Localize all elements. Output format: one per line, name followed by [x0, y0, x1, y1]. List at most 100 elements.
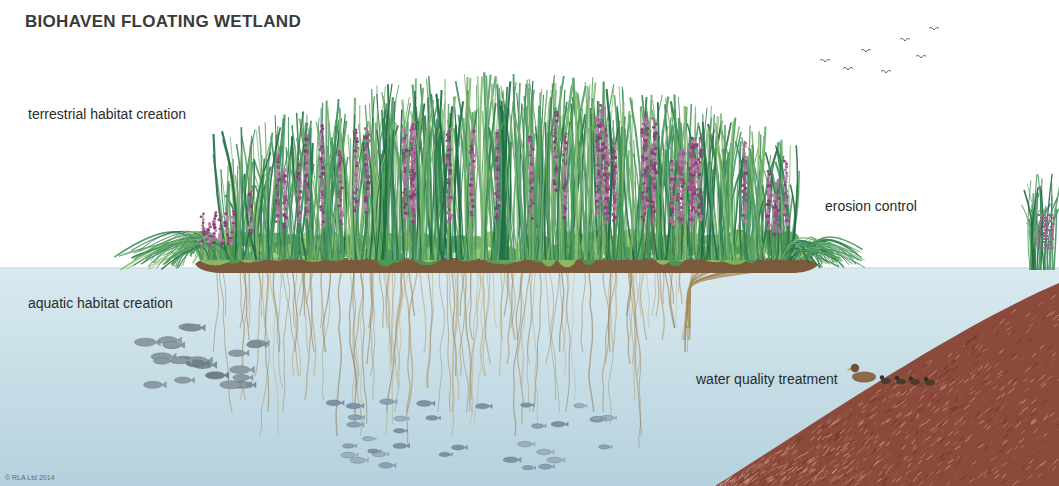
river-bank	[914, 388, 917, 391]
fish-school	[200, 324, 205, 331]
river-bank	[821, 425, 824, 428]
river-bank	[845, 436, 849, 441]
river-bank	[835, 423, 839, 426]
river-bank	[910, 417, 914, 422]
river-bank	[900, 422, 905, 427]
fish-school	[134, 324, 269, 389]
river-bank	[953, 367, 958, 371]
river-bank	[933, 394, 937, 398]
river-bank	[1047, 407, 1051, 411]
river-bank	[1018, 480, 1021, 483]
river-bank	[828, 437, 832, 442]
small-fish	[437, 416, 440, 421]
river-bank	[820, 467, 824, 472]
river-bank	[904, 475, 907, 480]
river-bank	[1028, 475, 1032, 479]
plant-roots	[466, 268, 473, 424]
river-bank	[1009, 399, 1012, 403]
wetland-plants	[662, 126, 668, 260]
river-bank	[1006, 451, 1010, 455]
river-bank	[943, 403, 947, 407]
plant-roots	[273, 268, 279, 436]
river-bank	[945, 441, 950, 446]
plant-roots	[474, 268, 483, 424]
river-bank	[1012, 309, 1016, 313]
wetland-plants	[454, 101, 463, 260]
river-bank	[908, 370, 912, 374]
river-bank	[951, 361, 956, 365]
plant-roots	[292, 268, 302, 376]
river-bank	[760, 471, 766, 474]
plant-roots	[387, 268, 403, 412]
river-bank	[1050, 365, 1055, 369]
river-bank	[870, 432, 874, 435]
river-bank	[793, 462, 798, 465]
river-bank	[742, 480, 746, 484]
river-bank	[954, 442, 957, 445]
fish-school	[249, 374, 254, 381]
small-fish	[385, 451, 389, 456]
fish-school	[187, 357, 192, 364]
river-bank	[1042, 384, 1046, 388]
river-bank	[753, 469, 757, 474]
river-bank	[884, 385, 889, 389]
river-bank	[816, 477, 822, 481]
small-fish	[561, 457, 565, 463]
plant-roots	[322, 268, 330, 400]
river-bank	[1031, 412, 1036, 416]
river-bank	[841, 447, 847, 451]
plant-roots	[589, 268, 594, 412]
river-bank	[907, 413, 912, 416]
river-bank	[857, 477, 863, 481]
river-bank	[794, 483, 797, 486]
river-bank	[847, 470, 850, 474]
river-bank	[919, 383, 923, 387]
river-bank	[1048, 464, 1054, 468]
plant-roots	[370, 268, 375, 376]
river-bank	[939, 439, 945, 443]
small-fish	[521, 403, 532, 407]
river-bank	[866, 413, 871, 417]
river-bank	[1014, 425, 1017, 428]
river-bank	[929, 454, 933, 458]
river-bank	[811, 430, 816, 433]
river-bank	[973, 335, 978, 339]
plant-roots	[613, 268, 617, 352]
river-bank	[922, 434, 925, 438]
fish-school	[220, 381, 241, 389]
wetland-plants	[620, 139, 621, 260]
river-bank	[836, 453, 839, 456]
river-bank	[1026, 367, 1031, 371]
river-bank	[1040, 445, 1045, 449]
river-bank	[830, 479, 835, 483]
river-bank	[876, 455, 881, 458]
river-bank	[1023, 418, 1027, 421]
river-bank	[888, 465, 892, 470]
fish-school	[262, 341, 267, 348]
river-bank	[842, 443, 847, 446]
river-bank	[1016, 418, 1020, 422]
river-bank	[912, 439, 915, 444]
river-bank	[1058, 316, 1059, 320]
plant-roots	[608, 268, 613, 424]
river-bank	[979, 420, 985, 423]
river-bank	[896, 431, 900, 435]
river-bank	[1041, 330, 1044, 334]
small-fish	[354, 444, 357, 449]
fish-school	[251, 382, 256, 389]
plant-roots	[360, 268, 364, 424]
river-bank	[833, 458, 838, 462]
river-bank	[996, 331, 999, 336]
river-bank	[781, 452, 787, 455]
small-fish	[340, 400, 344, 406]
river-bank	[992, 467, 997, 471]
fish-school	[144, 381, 163, 388]
river-bank	[812, 469, 816, 472]
river-bank	[979, 338, 983, 342]
small-fish	[539, 464, 552, 469]
river-bank	[956, 375, 960, 379]
plant-roots	[323, 268, 331, 352]
river-bank	[754, 472, 759, 476]
river-bank	[1046, 312, 1051, 317]
